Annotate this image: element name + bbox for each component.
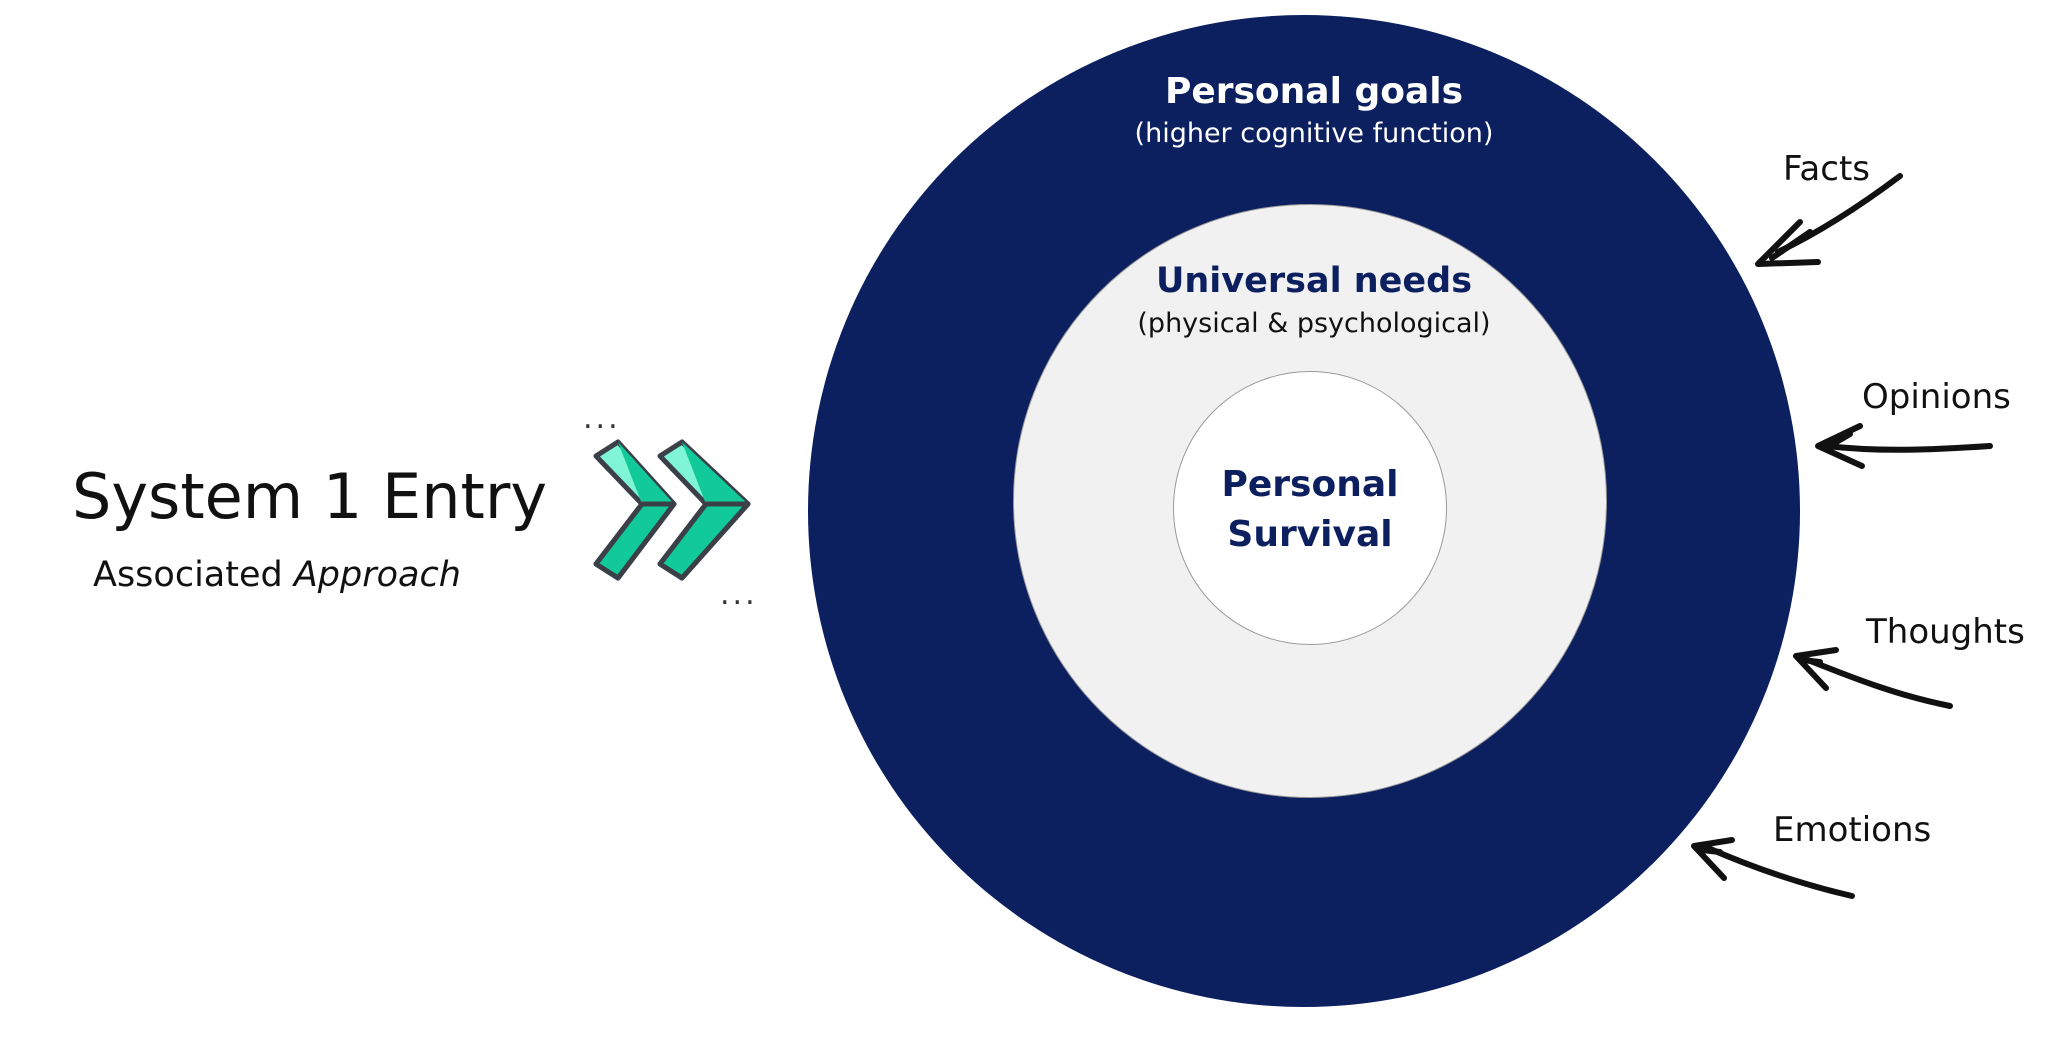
ellipsis-bottom: ... <box>720 577 758 612</box>
middle-ring-subtitle: (physical & psychological) <box>1137 308 1491 339</box>
input-label-emotions: Emotions <box>1773 810 1932 850</box>
input-label-thoughts: Thoughts <box>1866 612 2025 652</box>
arrow-opinions-icon <box>1815 423 1993 469</box>
entry-subtitle-emphasis: Approach <box>293 555 461 595</box>
ellipsis-top: ... <box>583 401 621 436</box>
chevron-front-shade <box>682 442 748 504</box>
entry-subtitle: Associated Approach <box>93 558 461 593</box>
input-label-facts: Facts <box>1783 149 1871 189</box>
inner-circle-title: Personal Survival <box>1221 464 1399 556</box>
entry-title: System 1 Entry <box>72 460 548 533</box>
inner-circle <box>1173 371 1447 645</box>
arrow-emotions-icon <box>1691 837 1855 899</box>
arrow-thoughts-icon <box>1793 647 1953 709</box>
input-label-opinions: Opinions <box>1862 377 2011 417</box>
chevron-back-shade <box>618 442 674 504</box>
double-chevron-right-icon <box>593 439 751 581</box>
middle-ring-title: Universal needs <box>1155 261 1473 301</box>
entry-subtitle-prefix: Associated <box>93 555 294 595</box>
outer-ring-title: Personal goals <box>1164 71 1464 112</box>
arrow-facts-icon <box>1755 173 1903 267</box>
outer-ring-subtitle: (higher cognitive function) <box>1134 118 1494 149</box>
